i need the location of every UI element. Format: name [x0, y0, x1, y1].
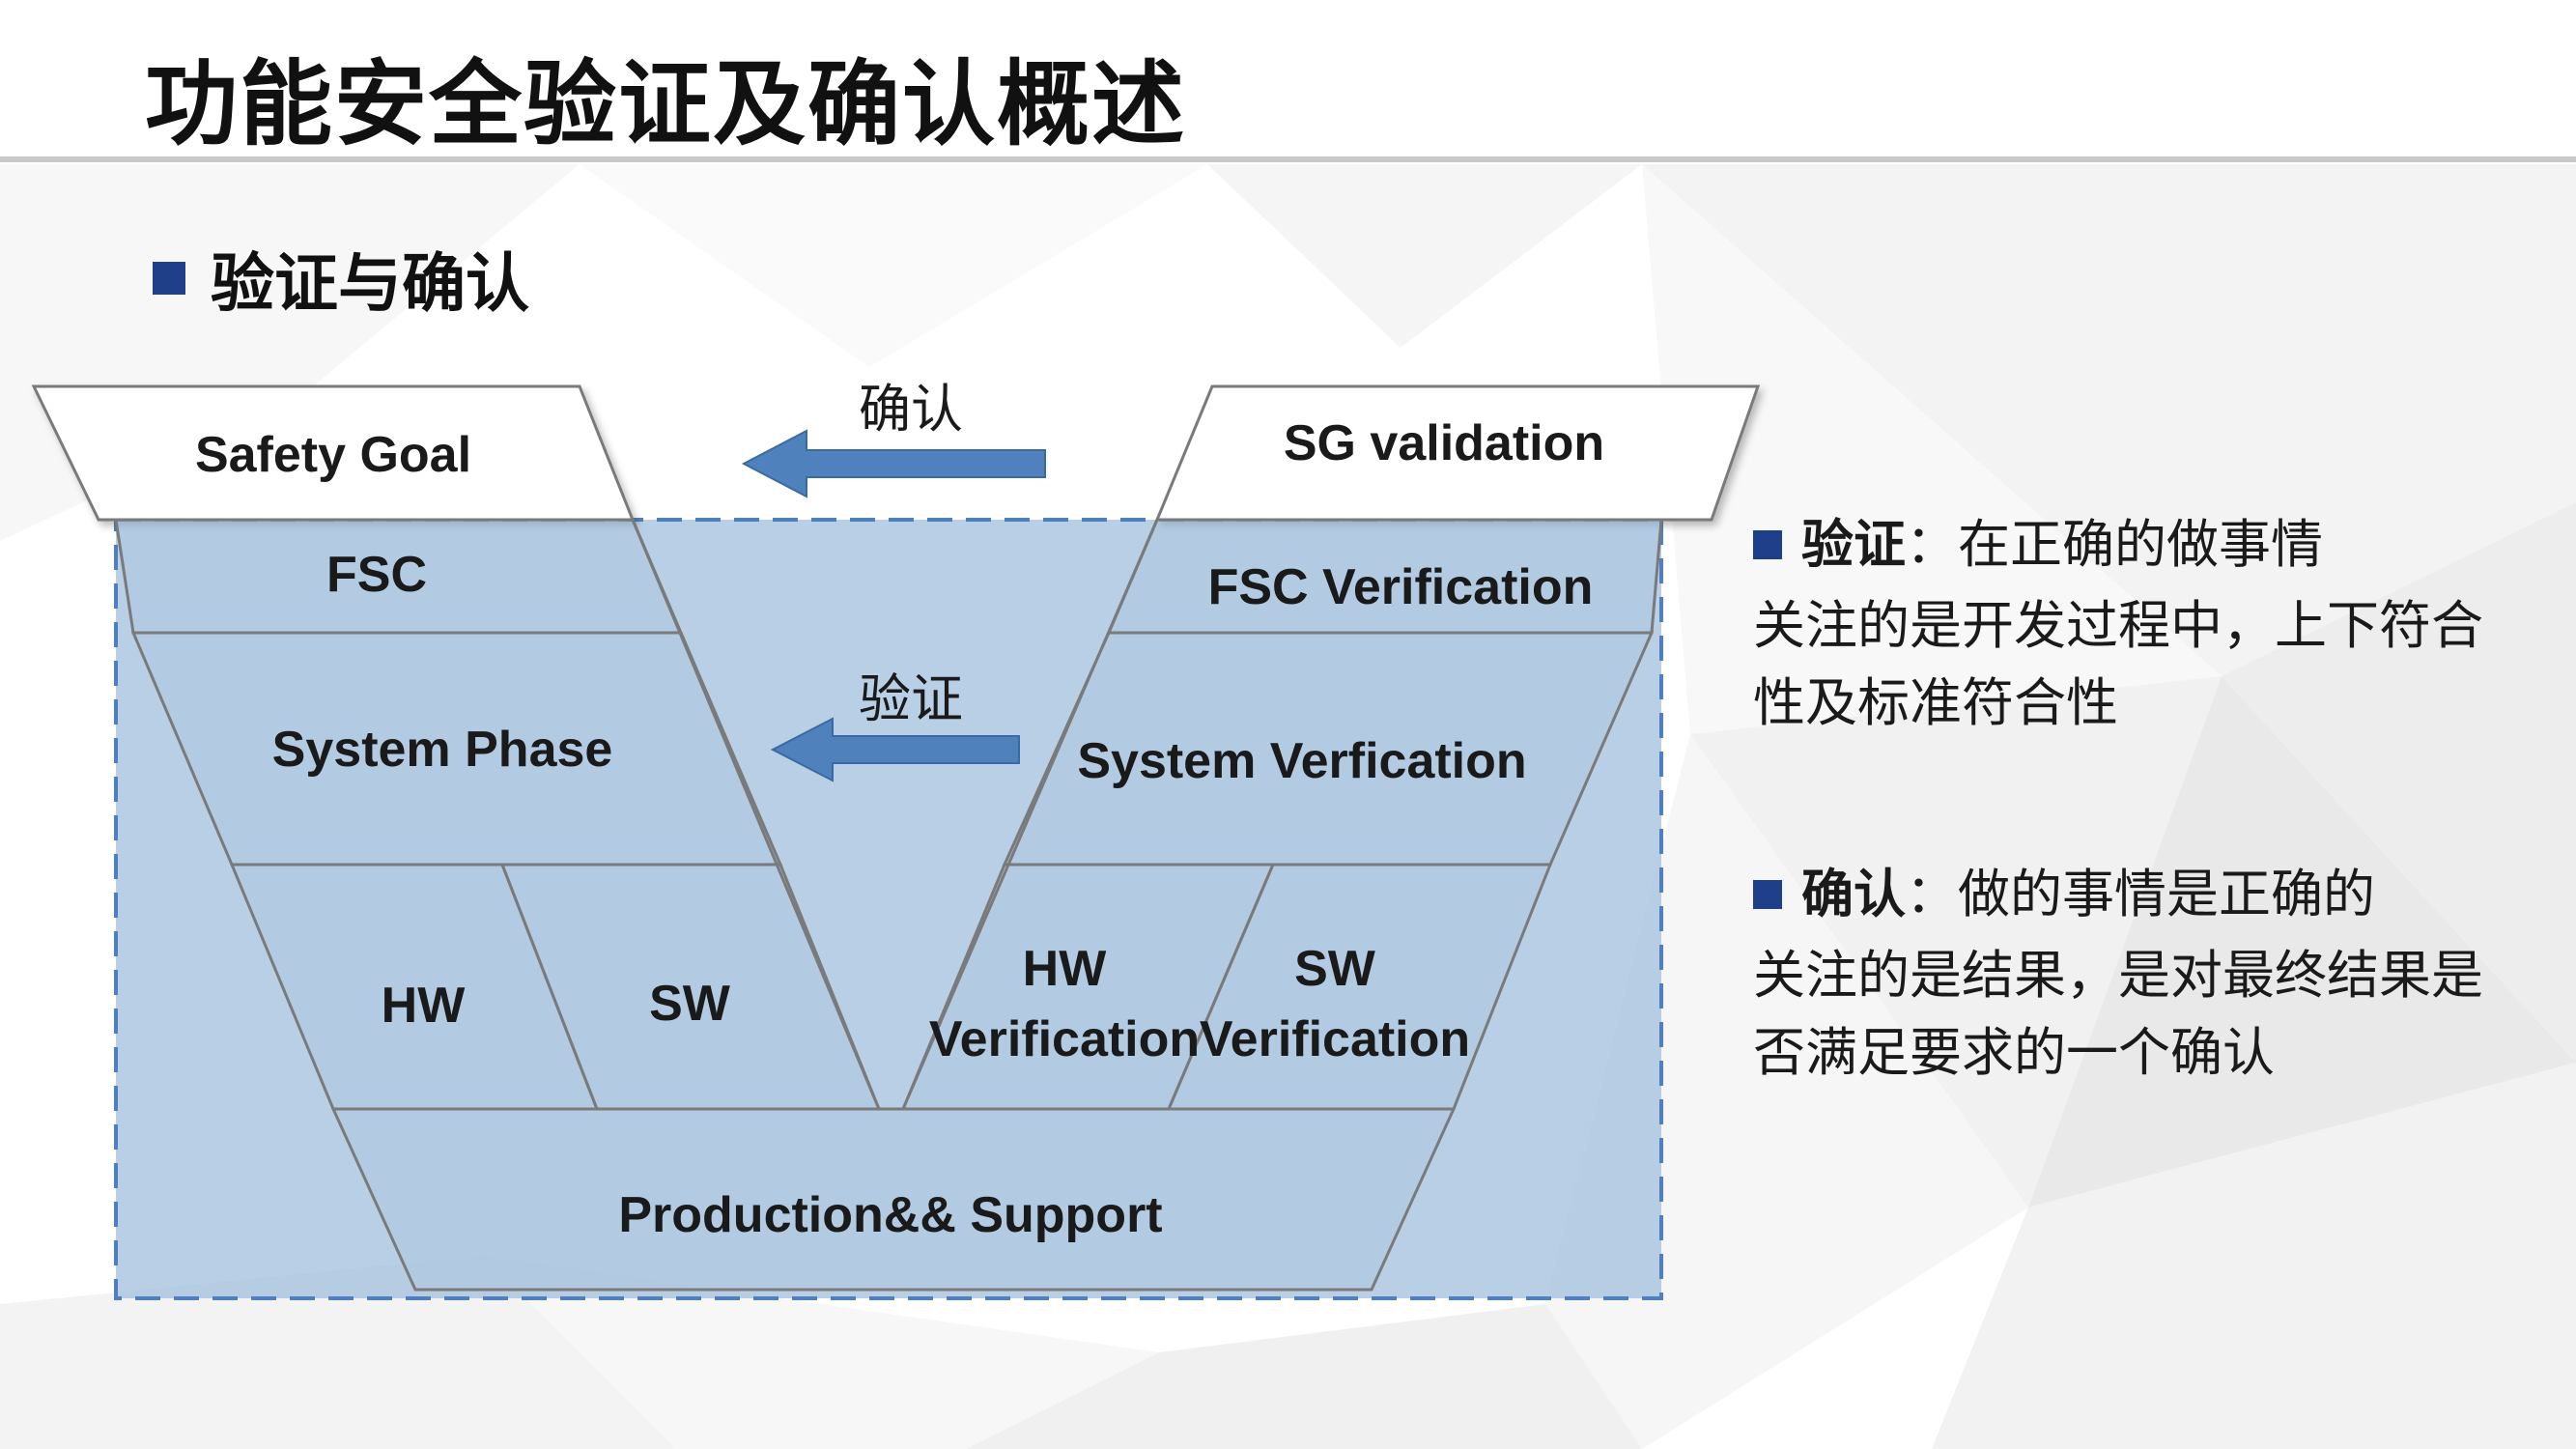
validation-line: 否满足要求的一个确认: [1753, 1022, 2275, 1083]
production-support-label: Production&& Support: [618, 1187, 1162, 1243]
verification-description: 关注的是开发过程中，上下符合 性及标准符合性: [1753, 587, 2545, 742]
validation-arrow-label: 确认: [859, 379, 963, 440]
validation-separator: ：: [1906, 864, 1958, 924]
section-heading: 验证与确认: [153, 232, 529, 325]
sg-validation-block: [1154, 384, 1761, 522]
verification-separator: ：: [1906, 514, 1958, 575]
validation-line: 关注的是结果，是对最终结果是: [1753, 945, 2483, 1006]
square-bullet-icon: [1753, 880, 1782, 909]
verification-line: 性及标准符合性: [1753, 672, 2118, 733]
production-support-block: [330, 1107, 1457, 1292]
hw-label: HW: [382, 978, 467, 1034]
page-title: 功能安全验证及确认概述: [145, 50, 1186, 158]
fsc-label: FSC: [326, 547, 427, 603]
title-divider: [0, 156, 2576, 162]
safety-goal-label: Safety Goal: [195, 427, 471, 483]
square-bullet-icon: [1753, 530, 1782, 559]
verification-definition: 在正确的做事情: [1958, 514, 2323, 575]
validation-info: 确认 ： 做的事情是正确的 关注的是结果，是对最终结果是 否满足要求的一个确认: [1753, 858, 2545, 1092]
fsc-verification-label: FSC Verification: [1208, 559, 1594, 615]
square-bullet-icon: [153, 262, 185, 295]
sw-verification-label-line1: SW: [1294, 941, 1376, 997]
v-left-edge: [631, 519, 881, 1110]
validation-heading: 确认 ： 做的事情是正确的: [1753, 858, 2545, 931]
sw-verification-label-line2: Verification: [1200, 1011, 1470, 1067]
sg-validation-label: SG validation: [1284, 415, 1604, 471]
system-verification-label: System Verfication: [1077, 733, 1526, 789]
hw-verification-label-line1: HW: [1023, 941, 1108, 997]
validation-term: 确认: [1801, 864, 1906, 924]
verification-heading: 验证 ： 在正确的做事情: [1753, 508, 2545, 582]
verification-info: 验证 ： 在正确的做事情 关注的是开发过程中，上下符合 性及标准符合性: [1753, 508, 2545, 742]
system-phase-label: System Phase: [272, 722, 613, 778]
section-heading-label: 验证与确认: [211, 246, 529, 321]
verification-line: 关注的是开发过程中，上下符合: [1753, 595, 2483, 656]
verification-arrow: [770, 717, 1020, 782]
hw-verification-label-line2: Verification: [929, 1011, 1200, 1067]
v-right-edge: [901, 519, 1159, 1110]
sw-label: SW: [649, 976, 731, 1032]
validation-arrow: [741, 429, 1046, 498]
validation-description: 关注的是结果，是对最终结果是 否满足要求的一个确认: [1753, 937, 2545, 1092]
verification-arrow-label: 验证: [859, 668, 963, 729]
verification-term: 验证: [1801, 514, 1906, 575]
validation-definition: 做的事情是正确的: [1958, 864, 2375, 924]
